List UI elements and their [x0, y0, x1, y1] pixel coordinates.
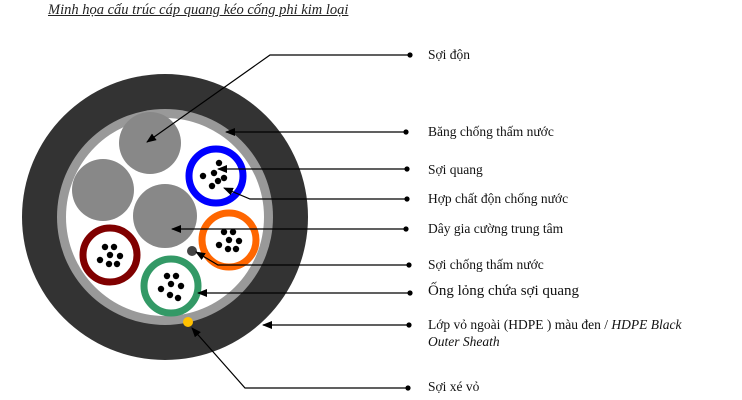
filler-rod: [72, 159, 134, 221]
label-outer-sheath-en: HDPE Black: [611, 317, 682, 332]
loose-tube-blue: [185, 145, 247, 207]
optical-fiber: [225, 236, 233, 244]
label-water-blocking-yarn: Sợi chống thấm nước: [428, 257, 544, 272]
optical-fiber: [172, 272, 180, 280]
optical-fiber: [220, 228, 228, 236]
optical-fiber: [106, 251, 114, 259]
leader-dot: [407, 290, 413, 296]
optical-fiber: [199, 172, 207, 180]
optical-fiber: [116, 252, 124, 260]
leader-dot: [404, 196, 410, 202]
label-central-strength-member: Dây gia cường trung tâm: [428, 221, 564, 236]
ripcord: [183, 317, 193, 327]
optical-fiber: [235, 237, 243, 245]
label-outer-sheath-en-2: Outer Sheath: [428, 334, 500, 349]
central-strength-member: [133, 184, 197, 248]
optical-fiber: [166, 291, 174, 299]
filler-rod: [119, 112, 181, 174]
label-loose-tube: Ống lỏng chứa sợi quang: [428, 283, 580, 299]
label-outer-sheath-vi: Lớp vỏ ngoài (HDPE ) màu đen /: [428, 317, 608, 332]
optical-fiber: [167, 280, 175, 288]
optical-fiber: [113, 260, 121, 268]
optical-fiber: [208, 182, 216, 190]
diagram-title: Minh họa cấu trúc cáp quang kéo cống phi…: [48, 2, 349, 18]
label-optical-fiber: Sợi quang: [428, 162, 483, 177]
optical-fiber: [215, 241, 223, 249]
label-ripcord: Sợi xé vỏ: [428, 379, 480, 394]
optical-fiber: [224, 245, 232, 253]
optical-fiber: [101, 243, 109, 251]
leader-dot: [406, 322, 412, 328]
optical-fiber: [157, 285, 165, 293]
leader-dot: [403, 129, 409, 135]
leader-dot: [403, 226, 409, 232]
tube-ring: [185, 145, 247, 207]
leader-filling-compound: [223, 187, 407, 200]
label-water-blocking-tape: Băng chống thấm nước: [428, 124, 554, 139]
optical-fiber: [105, 260, 113, 268]
label-filling-compound: Hợp chất độn chống nước: [428, 191, 569, 206]
water-blocking-yarn: [187, 246, 197, 256]
optical-fiber: [232, 245, 240, 253]
loose-tube-green: [140, 255, 202, 317]
leader-dot: [407, 52, 413, 58]
optical-fiber: [220, 174, 228, 182]
optical-fiber: [110, 243, 118, 251]
leader-water-blocking-yarn: [195, 251, 409, 266]
leader-ripcord: [191, 327, 408, 389]
optical-fiber: [229, 228, 237, 236]
leader-dot: [405, 385, 411, 391]
optical-fiber: [174, 294, 182, 302]
optical-fiber: [210, 169, 218, 177]
optical-fiber: [214, 177, 222, 185]
loose-tube-orange: [198, 209, 260, 271]
leader-dot: [406, 262, 412, 268]
leader-filler-rod: [146, 54, 410, 143]
label-outer-sheath: Lớp vỏ ngoài (HDPE ) màu đen / HDPE Blac…: [428, 316, 681, 350]
label-filler-rod: Sợi độn: [428, 47, 471, 62]
optical-fiber: [163, 272, 171, 280]
optical-fiber: [177, 282, 185, 290]
leader-dot: [404, 166, 410, 172]
optical-fiber: [215, 159, 223, 167]
loose-tube-red: [79, 224, 141, 286]
optical-fiber: [96, 256, 104, 264]
